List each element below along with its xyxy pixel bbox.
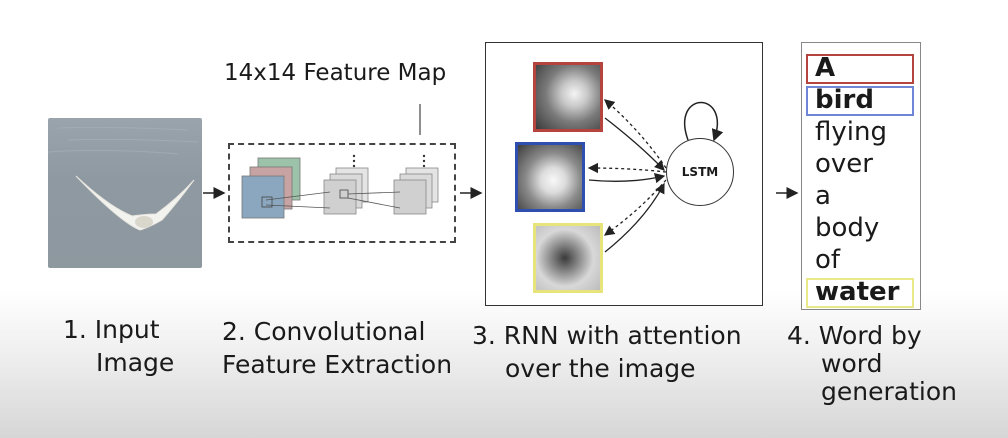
- caption-word: body: [815, 213, 880, 243]
- feature-map-label: 14x14 Feature Map: [224, 60, 447, 86]
- caption-word: A: [815, 53, 836, 83]
- caption-word: bird: [815, 85, 874, 115]
- attention-arrows: [587, 99, 667, 253]
- caption-word: water: [815, 277, 900, 307]
- seagull-photo: [48, 126, 199, 231]
- lstm-self-loop: [684, 101, 724, 142]
- step-1-label-line-2: Image: [96, 348, 175, 377]
- step-1-label-line-1: 1. Input: [63, 315, 160, 344]
- caption-word: a: [815, 181, 831, 211]
- feature-map-stack-1: [323, 154, 369, 215]
- caption-word-highlight: [806, 278, 914, 308]
- step-2-label-line-2: Feature Extraction: [222, 350, 453, 379]
- step-4-label-line-2: word: [821, 349, 883, 378]
- step-3-label-line-1: 3. RNN with attention: [472, 321, 742, 350]
- step-2-label-line-1: 2. Convolutional: [222, 317, 426, 346]
- attention-map-1: [533, 62, 603, 132]
- step-3-label-line-2: over the image: [505, 354, 696, 383]
- conv-layer-stack: [241, 157, 301, 219]
- attention-map-3: [533, 223, 603, 293]
- attention-map-3-image: [536, 226, 600, 290]
- feature-map-stack-2: [393, 154, 439, 215]
- attention-map-1-image: [536, 65, 600, 129]
- conv-connections: [261, 189, 401, 209]
- step-4-label-line-3: generation: [821, 377, 957, 406]
- caption-word-highlight: [806, 86, 914, 116]
- lstm-node: LSTM: [666, 138, 734, 206]
- caption-word: flying: [815, 117, 887, 147]
- caption-word: of: [815, 245, 841, 275]
- seagull-icon: [75, 175, 195, 231]
- step-4-label-line-1: 4. Word by: [787, 321, 922, 350]
- caption-word: over: [815, 149, 873, 179]
- attention-map-2: [515, 142, 585, 212]
- lstm-label: LSTM: [681, 165, 719, 179]
- caption-word-highlight: [806, 54, 914, 84]
- attention-map-2-image: [518, 145, 582, 209]
- cnn-feature-box: [228, 143, 456, 243]
- input-image: [48, 118, 202, 268]
